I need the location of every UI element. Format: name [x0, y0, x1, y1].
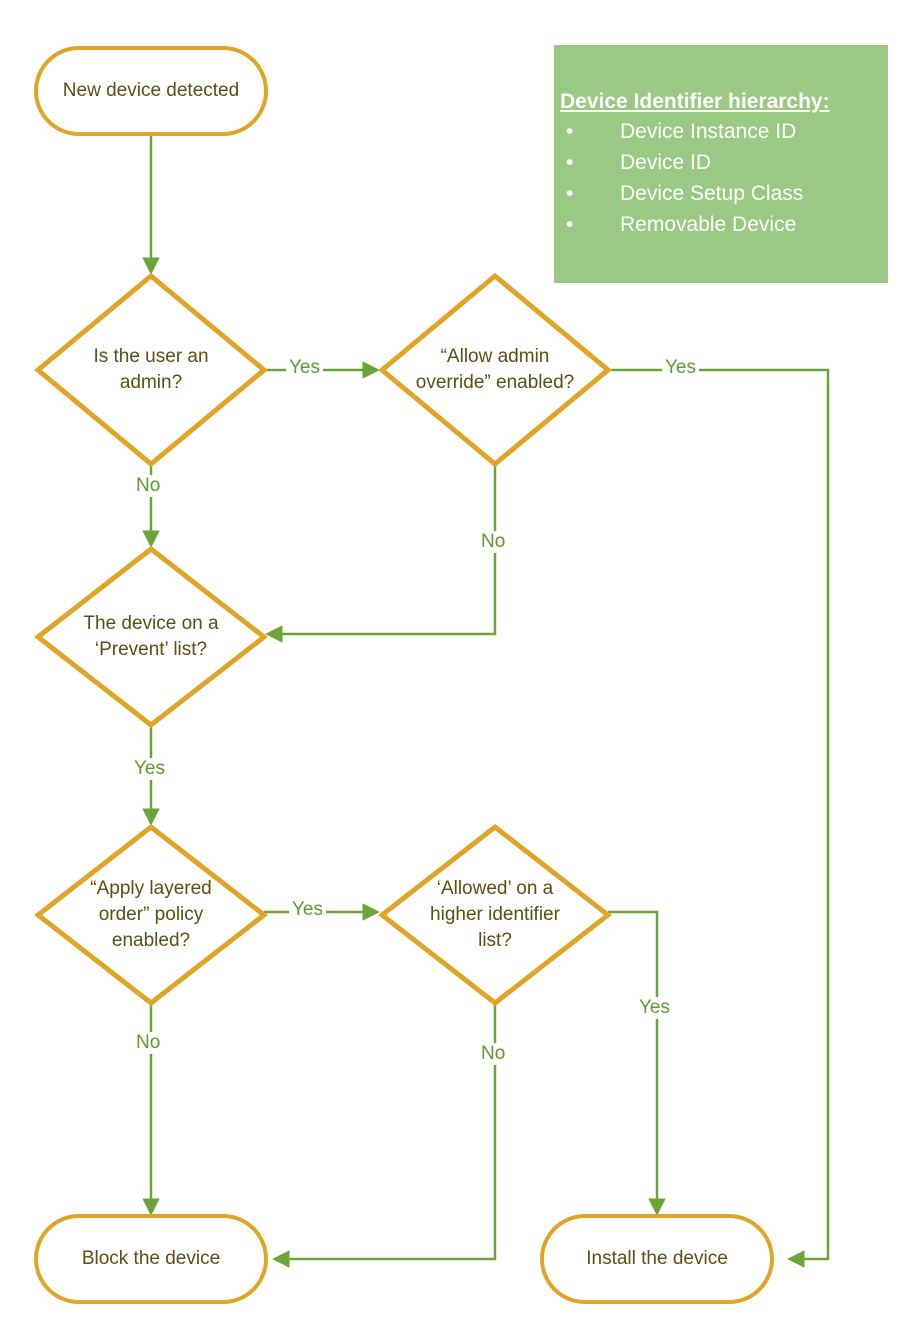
edge-label-higher-no: No: [478, 1043, 509, 1065]
diamond-shape: [34, 272, 268, 468]
legend-items: • Device Instance ID • Device ID • Devic…: [560, 116, 874, 240]
bullet-icon: •: [566, 213, 574, 237]
node-label: Install the device: [586, 1248, 728, 1270]
bullet-icon: •: [566, 120, 574, 143]
node-block-the-device[interactable]: Block the device: [34, 1214, 268, 1304]
bullet-icon: •: [566, 151, 574, 175]
edge-override-no-to-prevent: [265, 462, 497, 643]
node-label: ‘Allowed’ on a higher identifier list?: [430, 877, 560, 952]
node-label: Block the device: [81, 1248, 221, 1270]
node-label: “Allow admin override” enabled?: [415, 345, 575, 393]
edge-higher-yes-to-install: [608, 910, 666, 1216]
edge-label-override-yes: Yes: [662, 357, 699, 379]
node-device-on-prevent-list[interactable]: The device on a ‘Prevent’ list?: [34, 545, 268, 729]
edge-override-yes-to-install: [608, 368, 830, 1268]
legend-item-label: Device Setup Class: [620, 182, 804, 206]
edge-label-prevent-yes: Yes: [131, 758, 168, 780]
edge-label-is-admin-no: No: [133, 475, 164, 497]
node-allow-admin-override-enabled[interactable]: “Allow admin override” enabled?: [378, 272, 612, 468]
diamond-shape: [34, 823, 268, 1007]
node-label: Is the user an admin?: [93, 345, 209, 393]
node-new-device-detected[interactable]: New device detected: [34, 46, 268, 136]
node-is-the-user-an-admin[interactable]: Is the user an admin?: [34, 272, 268, 468]
edge-higher-no-to-block: [272, 1002, 497, 1268]
node-install-the-device[interactable]: Install the device: [540, 1214, 774, 1304]
edge-label-layered-yes: Yes: [289, 899, 326, 921]
node-allowed-on-higher-identifier-list[interactable]: ‘Allowed’ on a higher identifier list?: [378, 823, 612, 1007]
legend-item-label: Device Instance ID: [620, 120, 797, 143]
edge-label-override-no: No: [478, 531, 509, 553]
node-label: The device on a ‘Prevent’ list?: [83, 612, 219, 660]
edge-label-layered-no: No: [133, 1032, 164, 1054]
diamond-shape: [378, 272, 612, 468]
legend-item-label: Device ID: [620, 151, 712, 175]
edge-label-is-admin-yes: Yes: [286, 357, 323, 379]
node-apply-layered-order-policy-enabled[interactable]: “Apply layered order” policy enabled?: [34, 823, 268, 1007]
legend-item: • Device ID: [560, 147, 874, 178]
legend-item: • Removable Device: [560, 209, 874, 240]
legend-device-identifier-hierarchy: Device Identifier hierarchy: • Device In…: [554, 45, 888, 283]
legend-item: • Device Setup Class: [560, 178, 874, 209]
legend-title: Device Identifier hierarchy:: [560, 90, 830, 113]
diamond-shape: [34, 545, 268, 729]
bullet-icon: •: [566, 182, 574, 206]
legend-item: • Device Instance ID: [560, 116, 874, 147]
edge-label-higher-yes: Yes: [636, 997, 673, 1019]
legend-item-label: Removable Device: [620, 213, 797, 237]
diamond-shape: [378, 823, 612, 1007]
node-label: New device detected: [62, 80, 240, 102]
node-label: “Apply layered order” policy enabled?: [90, 877, 212, 952]
